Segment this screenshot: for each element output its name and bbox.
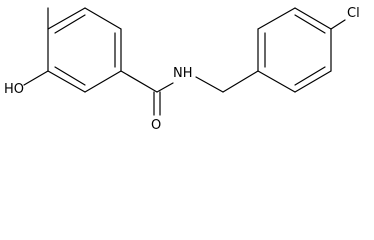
- ring-b-bond: [294, 70, 332, 93]
- carbonyl-to-nitrogen-bond: [156, 82, 174, 93]
- ring-a-bond: [47, 70, 86, 93]
- ring-b-bond: [294, 7, 332, 30]
- methylene-to-ring-bond: [222, 70, 259, 93]
- ring-b-inner-double-bond: [294, 66, 326, 86]
- ring-a-inner-double-bond: [54, 14, 86, 34]
- ring-b-bond: [257, 7, 296, 30]
- ring-to-carbonyl-bond: [120, 70, 158, 93]
- hydroxyl-label: HO: [4, 82, 24, 97]
- chlorine-label: Cl: [347, 6, 360, 21]
- bond-skeleton: [23, 7, 346, 116]
- ring-a-inner-double-bond: [54, 66, 86, 86]
- chlorine-bond: [330, 19, 346, 30]
- ring-a-bond: [84, 7, 122, 30]
- ring-b-bond: [257, 70, 296, 93]
- ring-a-bond: [84, 70, 122, 93]
- nitrogen-to-methylene-bond: [195, 76, 224, 93]
- ring-b-inner-double-bond: [294, 14, 326, 34]
- atom-labels: HO O NH Cl: [4, 6, 360, 133]
- hydroxyl-bond: [23, 70, 49, 86]
- carbonyl-oxygen-label: O: [151, 118, 161, 133]
- ring-a-bond: [47, 7, 86, 30]
- chemical-structure: HO O NH Cl: [4, 6, 360, 133]
- amide-nitrogen-label: NH: [173, 66, 193, 81]
